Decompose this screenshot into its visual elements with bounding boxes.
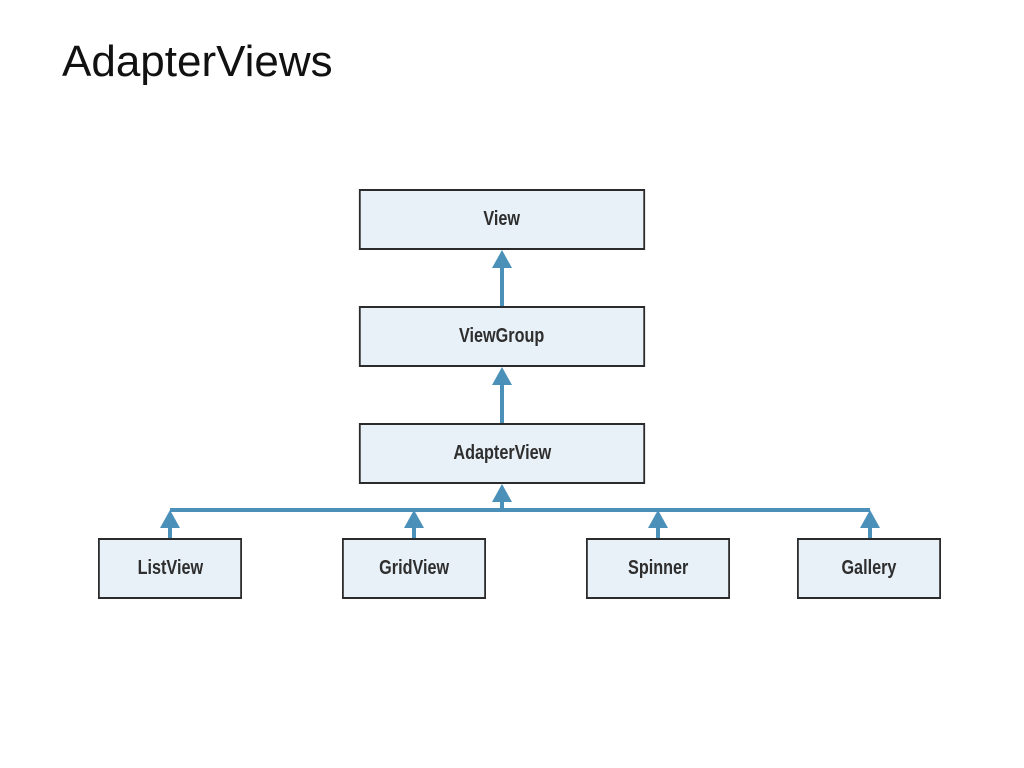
arrowhead-adapterview xyxy=(492,484,512,502)
node-adapterview-label: AdapterView xyxy=(453,442,551,464)
node-spinner: Spinner xyxy=(586,538,730,599)
arrowhead-viewgroup xyxy=(492,367,512,385)
slide-title: AdapterViews xyxy=(62,37,333,86)
node-gallery-label: Gallery xyxy=(841,557,897,579)
node-spinner-label: Spinner xyxy=(627,557,689,579)
arrowhead-gridview xyxy=(404,510,424,528)
node-listview-label: ListView xyxy=(137,557,203,579)
node-viewgroup: ViewGroup xyxy=(358,306,646,367)
arrowhead-spinner xyxy=(648,510,668,528)
arrowhead-view xyxy=(492,250,512,268)
connectors xyxy=(168,262,872,539)
node-gallery: Gallery xyxy=(797,538,941,599)
node-listview: ListView xyxy=(98,538,242,599)
node-gridview: GridView xyxy=(342,538,486,599)
arrowhead-gallery xyxy=(860,510,880,528)
arrowhead-listview xyxy=(160,510,180,528)
node-viewgroup-label: ViewGroup xyxy=(459,325,545,347)
arrowheads xyxy=(160,250,880,528)
node-view: View xyxy=(358,189,646,250)
node-gridview-label: GridView xyxy=(379,557,449,579)
node-view-label: View xyxy=(483,208,521,230)
node-adapterview: AdapterView xyxy=(358,423,646,484)
